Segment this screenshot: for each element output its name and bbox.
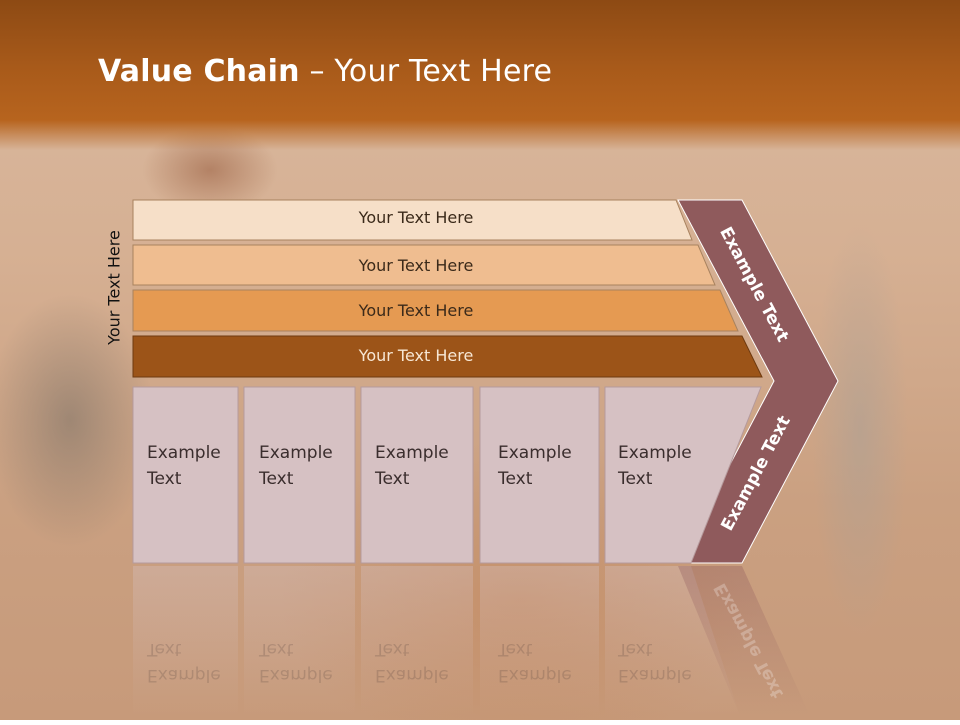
header-band: [0, 0, 960, 150]
box-4-line1: Example: [498, 443, 572, 463]
box-1: [132, 386, 239, 564]
box-5: [604, 386, 762, 564]
box-4: [479, 386, 600, 564]
box-2-refl-line1: Example: [259, 665, 333, 685]
box-1-refl-line1: Example: [147, 665, 221, 685]
title-rest: – Your Text Here: [299, 54, 553, 89]
box-3-text-reflection: Example Text: [375, 636, 475, 688]
box-4-text-reflection: Example Text: [498, 636, 598, 688]
box-1-line1: Example: [147, 443, 221, 463]
slide-title: Value Chain – Your Text Here: [98, 54, 552, 89]
box-3: [360, 386, 474, 564]
box-5-line2: Text: [618, 469, 653, 489]
box-3-line2: Text: [375, 469, 410, 489]
box-1-line2: Text: [147, 469, 182, 489]
title-bold: Value Chain: [98, 54, 300, 89]
box-5-refl-line1: Example: [618, 665, 692, 685]
box-2-line1: Example: [259, 443, 333, 463]
box-3-reflection: [361, 566, 473, 716]
box-3-refl-line1: Example: [375, 665, 449, 685]
box-5-text-reflection: Example Text: [618, 636, 718, 688]
box-3-refl-line2: Text: [375, 639, 410, 659]
box-2-line2: Text: [259, 469, 294, 489]
box-2-refl-line2: Text: [259, 639, 294, 659]
box-1-refl-line2: Text: [147, 639, 182, 659]
box-2-reflection: [244, 566, 355, 716]
box-4-line2: Text: [498, 469, 533, 489]
chevron-arrow: [677, 199, 839, 564]
row-label-4: Your Text Here: [358, 346, 474, 365]
row-bar-1: [132, 199, 693, 241]
row-label-1: Your Text Here: [358, 208, 474, 227]
box-4-refl-line2: Text: [498, 639, 533, 659]
box-5-reflection: [605, 566, 740, 716]
chevron-reflection: [678, 566, 810, 716]
box-1-reflection: [133, 566, 238, 716]
box-5-refl-line2: Text: [618, 639, 653, 659]
box-3-line1: Example: [375, 443, 449, 463]
row-bar-3: [132, 289, 739, 332]
box-2-text-reflection: Example Text: [259, 636, 359, 688]
row-bar-2: [132, 244, 716, 286]
box-1-text-reflection: Example Text: [147, 636, 247, 688]
box-4-refl-line1: Example: [498, 665, 572, 685]
row-bar-4: [132, 335, 763, 378]
row-label-3: Your Text Here: [358, 301, 474, 320]
box-2: [243, 386, 356, 564]
row-label-2: Your Text Here: [358, 256, 474, 275]
box-4-reflection: [480, 566, 599, 716]
box-5-line1: Example: [618, 443, 692, 463]
